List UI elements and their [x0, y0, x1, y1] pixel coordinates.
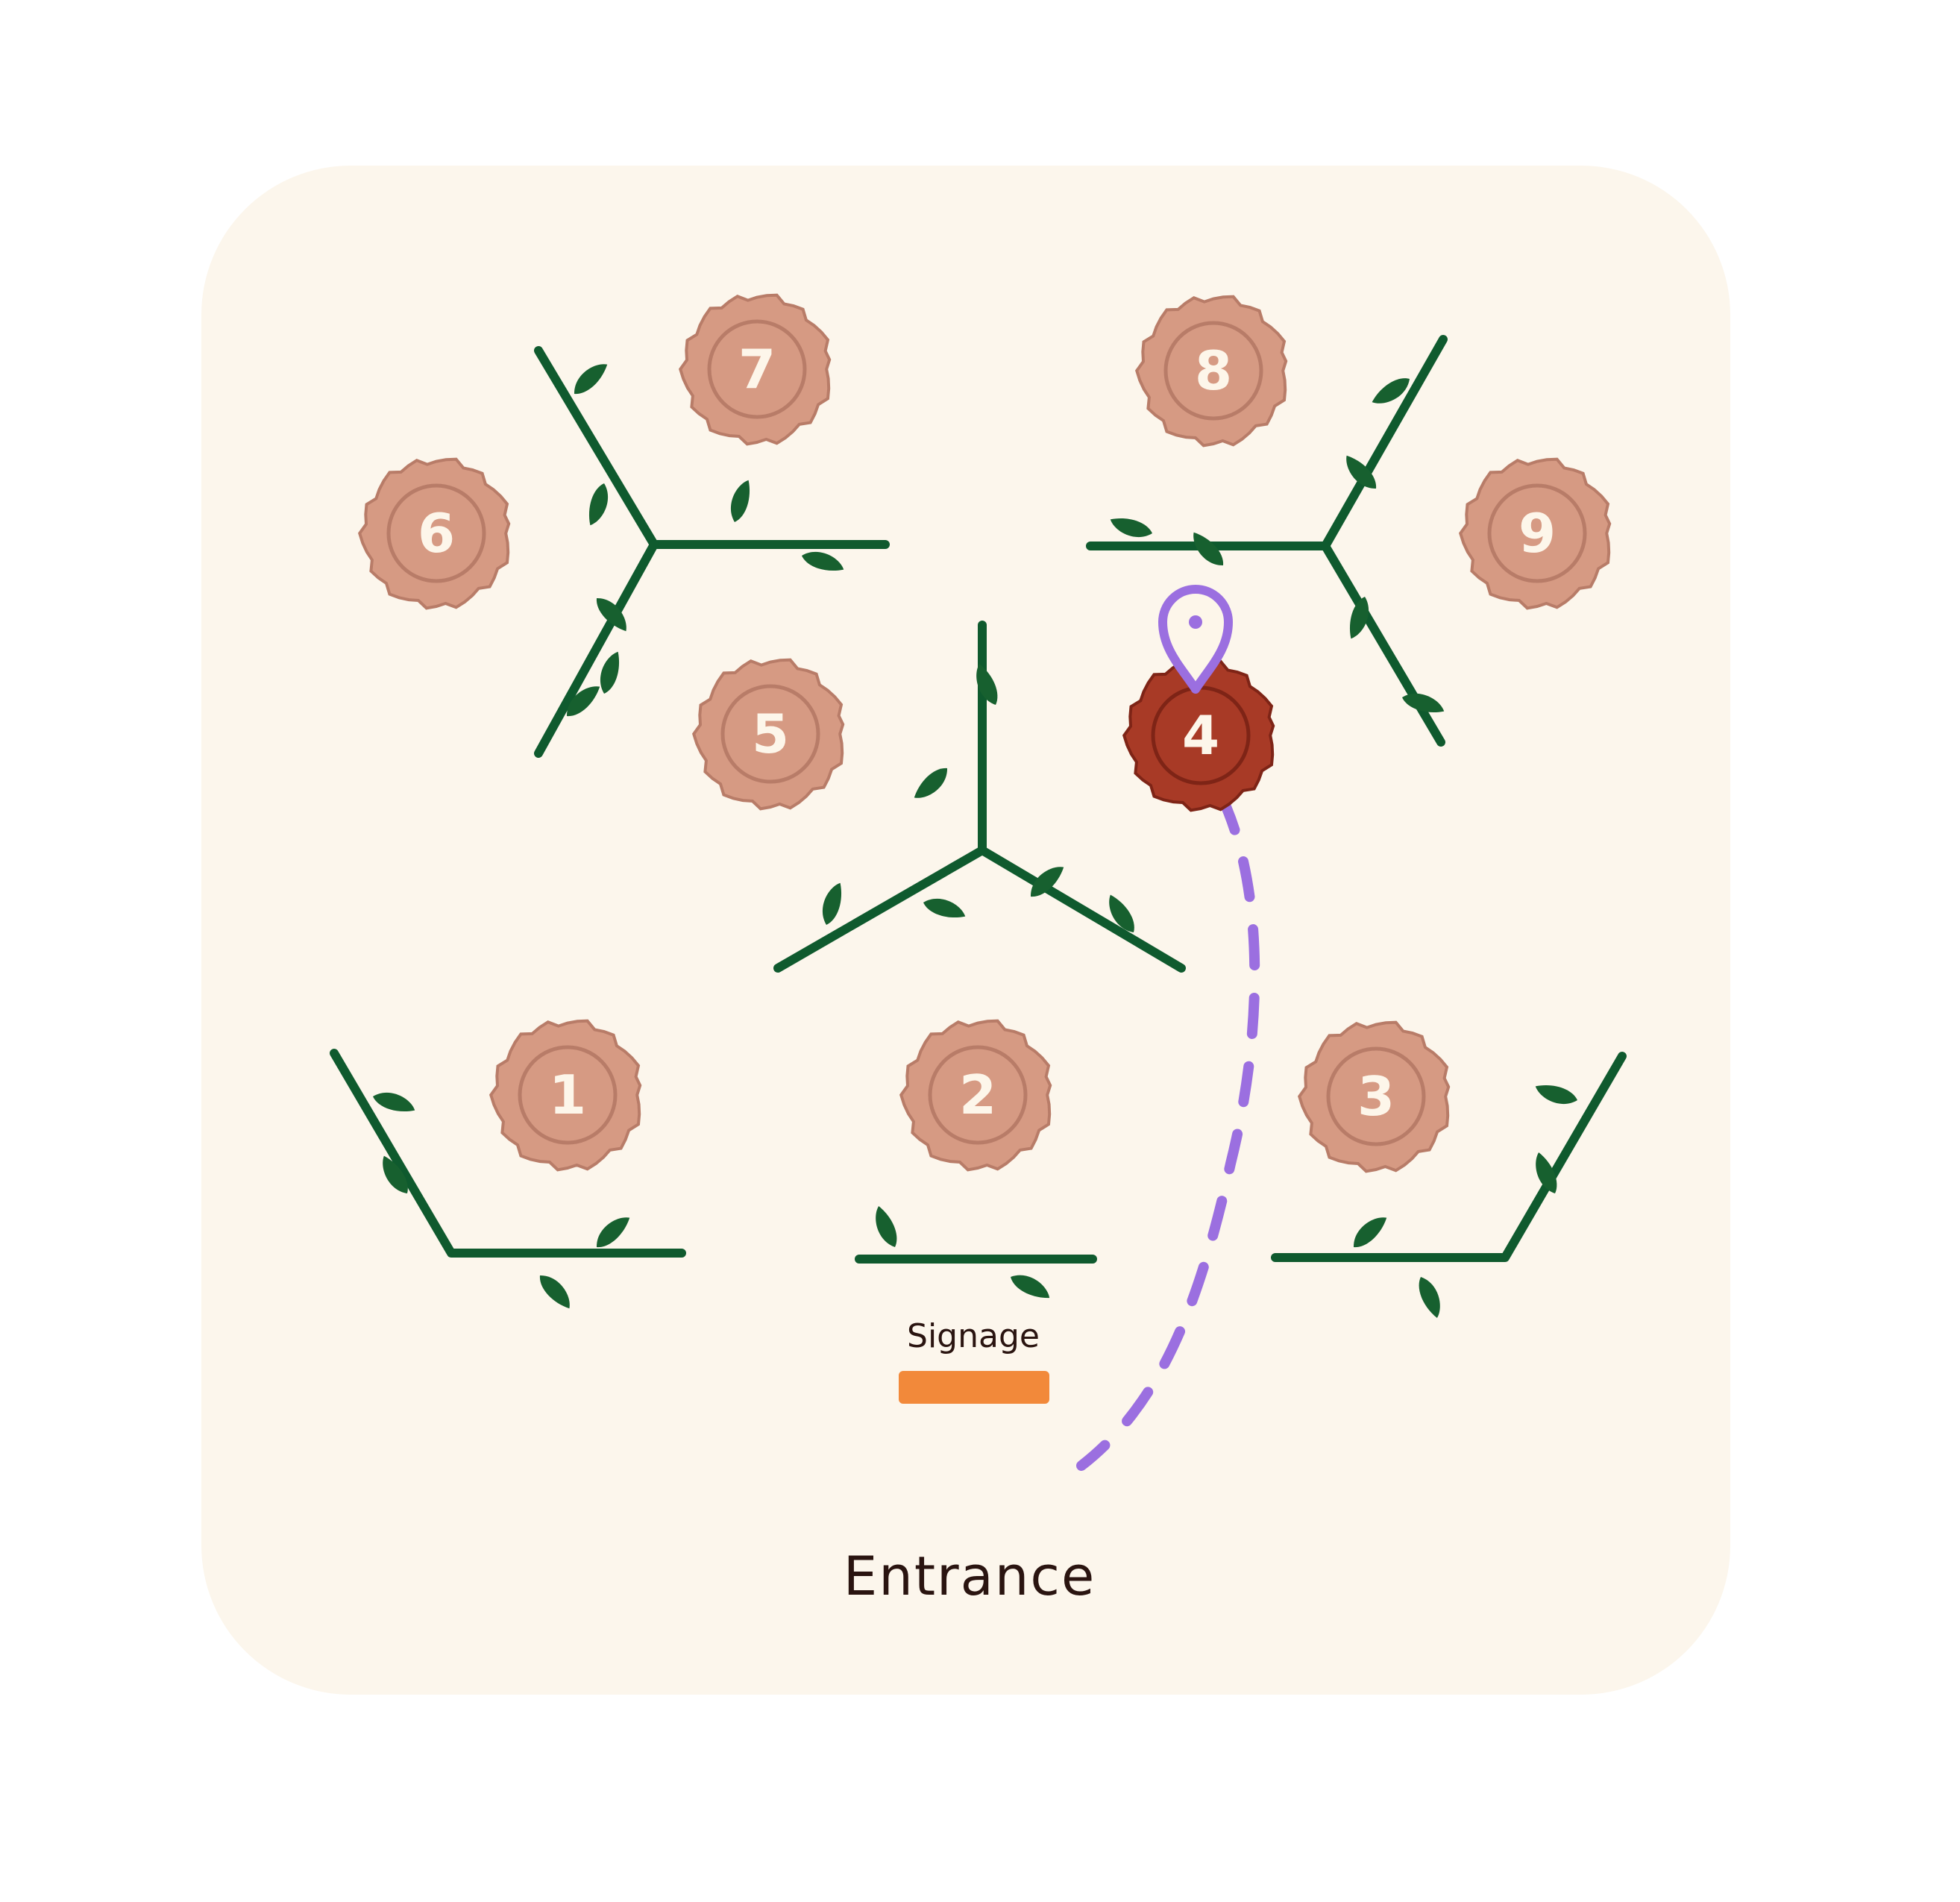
plot-disc: [691, 658, 845, 811]
plot-inner-ring: [1487, 483, 1587, 583]
hedge-center-b: [773, 846, 987, 973]
plot-8[interactable]: 8: [1134, 295, 1288, 448]
pin-body: [1158, 585, 1233, 694]
plot-1[interactable]: 1: [489, 1019, 642, 1172]
plot-disc: [1134, 295, 1288, 448]
plot-7[interactable]: 7: [678, 293, 832, 446]
plot-inner-ring: [518, 1045, 618, 1145]
plot-number: 1: [549, 1064, 586, 1126]
plot-disc: [1297, 1020, 1451, 1173]
entrance-label: Entrance: [844, 1545, 1096, 1607]
plot-number: 6: [418, 502, 455, 565]
plot-inner-ring: [386, 483, 486, 583]
plot-disc: [489, 1019, 642, 1172]
plot-number: 2: [959, 1064, 996, 1126]
hedge-bottom-left: [330, 1049, 686, 1258]
plot-number: 3: [1357, 1065, 1395, 1128]
plot-inner-ring: [1163, 321, 1263, 421]
plot-disc: [1122, 659, 1275, 812]
plot-disc: [678, 293, 832, 446]
plot-disc: [899, 1019, 1052, 1172]
plot-number: 4: [1182, 704, 1219, 767]
plot-inner-ring: [720, 684, 820, 784]
hedge-upper-left-a: [534, 346, 659, 549]
pin-dot: [1189, 615, 1202, 629]
signage-label: Signage: [907, 1317, 1040, 1355]
plot-inner-ring: [707, 319, 807, 419]
location-pin-icon: [1158, 585, 1233, 694]
signage-bar: [899, 1371, 1049, 1404]
plot-2[interactable]: 2: [899, 1019, 1052, 1172]
hedge-upper-right-a: [1321, 335, 1448, 550]
hedge-group: [330, 335, 1627, 1320]
plot-number: 9: [1518, 502, 1556, 565]
plot-9[interactable]: 9: [1458, 457, 1612, 610]
hedge-bottom-right: [1271, 1052, 1627, 1262]
plot-disc: [1458, 457, 1612, 610]
plot-3[interactable]: 3: [1297, 1020, 1451, 1173]
plot-5[interactable]: 5: [691, 658, 845, 811]
plot-inner-ring: [928, 1045, 1028, 1145]
plot-6[interactable]: 6: [357, 457, 511, 610]
plot-4[interactable]: 4: [1122, 659, 1275, 812]
plot-disc: [357, 457, 511, 610]
route-path: [1076, 791, 1260, 1471]
map-panel: [201, 166, 1730, 1695]
hedge-center-c: [978, 846, 1186, 973]
hedge-upper-left-c: [534, 540, 659, 758]
plot-number: 5: [752, 703, 789, 765]
plot-number: 7: [738, 338, 776, 401]
plot-group: 1 2 3 4 5 6 7 8 9: [357, 293, 1612, 1173]
plot-number: 8: [1195, 339, 1232, 402]
plot-inner-ring: [1326, 1046, 1426, 1146]
